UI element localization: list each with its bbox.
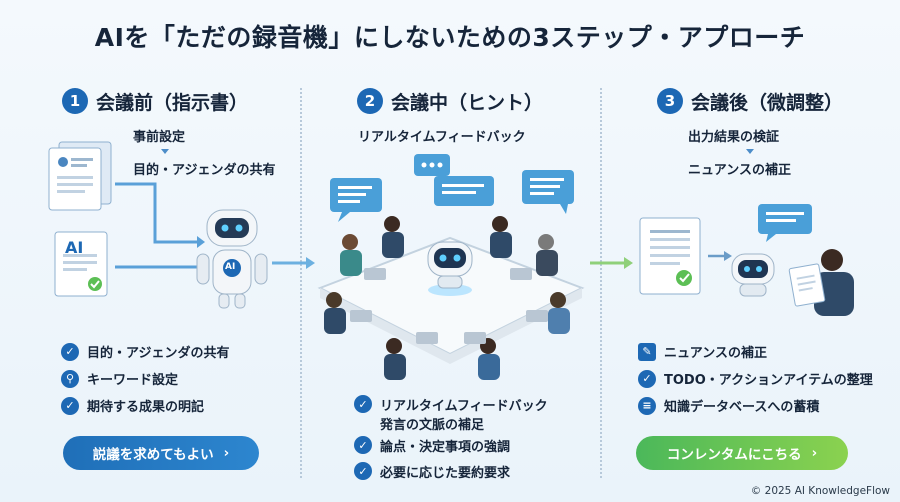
arrow-right-icon: [590, 257, 633, 269]
check-icon: ✓: [61, 396, 79, 415]
ai-doc-label: AI: [65, 238, 84, 257]
chat-bubble-icon: [330, 178, 382, 222]
page-title: AIを「ただの録音機」にしないための3ステップ・アプローチ: [94, 23, 806, 52]
list-item: ⚲キーワード設定: [61, 365, 229, 392]
step-before-meeting: 1 会議前（指示書） 事前設定 目的・アジェンダの共有 AI: [15, 84, 295, 484]
column-divider: [300, 88, 302, 478]
person-reviewing-icon: [788, 249, 854, 316]
ai-bot-icon: [427, 241, 473, 296]
ai-document-icon: [54, 231, 108, 297]
flow-label-presetting: 事前設定: [133, 130, 186, 145]
check-icon: ✓: [638, 369, 656, 388]
list-item: ✓TODO・アクションアイテムの整理: [638, 365, 873, 392]
review-illustration: [731, 204, 854, 316]
robot-label: AI: [225, 262, 236, 272]
list-item: 発言の文脈の補足: [380, 417, 485, 433]
column-divider: [600, 88, 602, 478]
verified-document-icon: [639, 217, 701, 295]
flow-arrow-icon: [746, 149, 754, 154]
step-1-header: 1 会議前（指示書）: [15, 84, 295, 118]
edit-icon: ✎: [638, 342, 656, 361]
step-after-meeting: 3 会議後（微調整） 出力結果の検証 ニュアンスの補正: [610, 84, 890, 484]
flow-label-feedback: リアルタイムフィードバック: [358, 130, 526, 145]
ai-robot-icon: [196, 209, 268, 309]
step-1-cta-button[interactable]: 説議を求めてもよい›: [63, 436, 259, 470]
ai-bot-icon: [731, 253, 775, 297]
arrow-right-icon: [708, 251, 732, 261]
step-1-checklist: ✓目的・アジェンダの共有 ⚲キーワード設定 ✓期待する成果の明記: [61, 338, 229, 419]
chat-bubble-icon: [434, 176, 494, 206]
arrow-right-icon: [272, 257, 315, 269]
database-icon: ≡: [638, 396, 656, 415]
step-3-header: 3 会議後（微調整）: [610, 84, 890, 118]
step-3-cta-button[interactable]: コンレンタムにこちる›: [636, 436, 848, 470]
step-number-badge: 3: [656, 88, 683, 114]
list-item: ✓期待する成果の明記: [61, 392, 229, 419]
list-item: ✎ニュアンスの補正: [638, 338, 873, 365]
flow-label-verify: 出力結果の検証: [688, 130, 780, 145]
check-icon: ✓: [354, 395, 372, 413]
flow-label-agenda: 目的・アジェンダの共有: [133, 163, 276, 178]
list-item: ✓目的・アジェンダの共有: [61, 338, 229, 365]
flow-connector-arrows: [115, 182, 205, 273]
search-icon: ⚲: [61, 369, 79, 388]
chevron-right-icon: ›: [811, 445, 818, 461]
step-heading: 会議中（ヒント）: [390, 91, 543, 114]
list-item: ≡知識データベースへの蓄積: [638, 392, 873, 419]
list-item: ✓論点・決定事項の強調: [354, 432, 548, 458]
check-icon: ✓: [61, 342, 79, 361]
flow-arrow-icon: [161, 149, 169, 154]
step-heading: 会議後（微調整）: [690, 91, 843, 114]
step-heading: 会議前（指示書）: [95, 91, 248, 114]
chat-bubble-icon: [522, 170, 574, 214]
document-stack-icon: [48, 141, 112, 211]
step-3-checklist: ✎ニュアンスの補正 ✓TODO・アクションアイテムの整理 ≡知識データベースへの…: [638, 338, 873, 419]
meeting-table-illustration: [317, 154, 585, 380]
list-item: ✓リアルタイムフィードバック: [354, 394, 548, 414]
check-icon: ✓: [354, 462, 372, 480]
flow-label-nuance: ニュアンスの補正: [688, 163, 791, 178]
copyright-footer: © 2025 AI KnowledgeFlow: [750, 485, 890, 497]
chevron-right-icon: ›: [223, 445, 230, 461]
step-during-meeting: 2 会議中（ヒント） リアルタイムフィードバック: [310, 84, 590, 484]
list-item: ✓必要に応じた要約要求: [354, 458, 548, 484]
step-2-header: 2 会議中（ヒント）: [310, 84, 590, 118]
chat-bubble-icon: [758, 204, 812, 242]
step-number-badge: 2: [356, 88, 383, 114]
step-2-checklist: ✓リアルタイムフィードバック 発言の文脈の補足 ✓論点・決定事項の強調 ✓必要に…: [354, 394, 548, 484]
check-icon: ✓: [354, 436, 372, 454]
step-number-badge: 1: [61, 88, 88, 114]
chat-bubble-icon: [414, 154, 450, 176]
